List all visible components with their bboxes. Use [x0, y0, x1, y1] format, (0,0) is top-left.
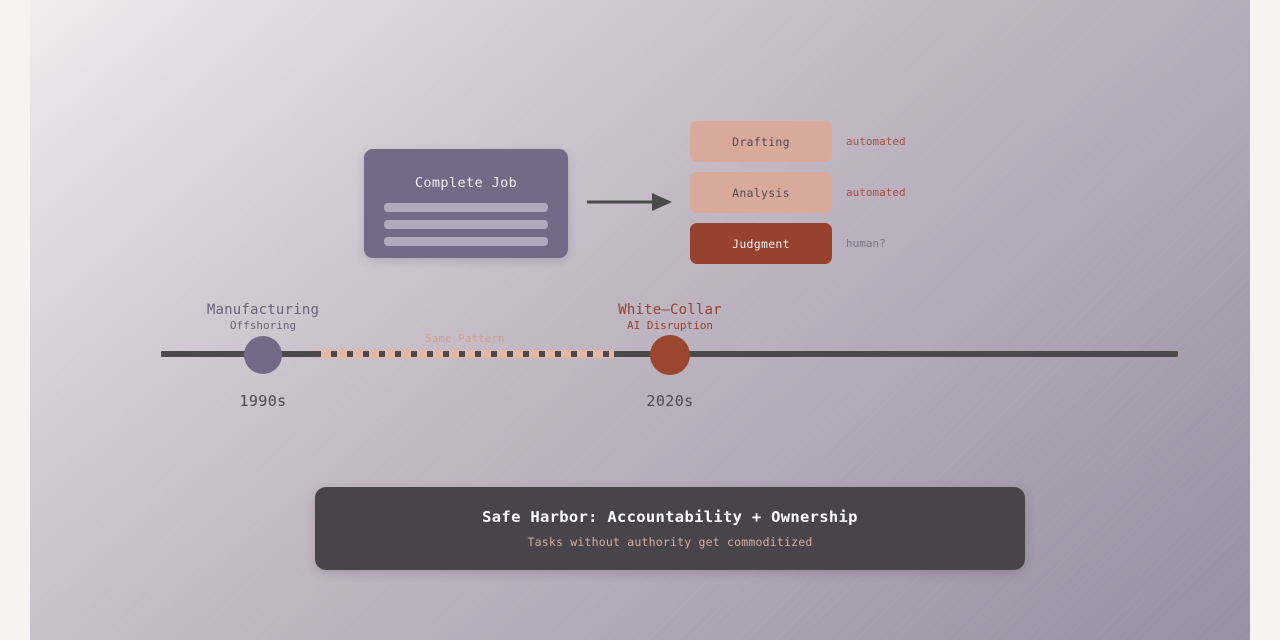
content-background: Complete Job Drafting automated Analysis… [30, 0, 1250, 640]
task-row: Analysis automated [690, 172, 906, 213]
complete-job-card: Complete Job [364, 149, 568, 258]
safe-harbor-banner-title: Safe Harbor: Accountability + Ownership [482, 508, 858, 526]
job-card-placeholder-line [384, 203, 548, 212]
task-status-drafting: automated [846, 135, 906, 148]
job-card-placeholder-line [384, 220, 548, 229]
timeline-node-white-collar-subtitle: AI Disruption [626, 319, 714, 332]
task-row: Judgment human? [690, 223, 886, 264]
timeline-node-white-collar-dot[interactable] [650, 335, 690, 375]
task-card-drafting[interactable]: Drafting [690, 121, 832, 162]
timeline-node-white-collar-date: 2020s [646, 392, 694, 410]
complete-job-card-title: Complete Job [414, 175, 518, 191]
task-status-analysis: automated [846, 186, 906, 199]
task-card-analysis[interactable]: Analysis [690, 172, 832, 213]
timeline-node-white-collar-title: White—Collar [618, 302, 722, 318]
timeline-dashed-overlay [315, 351, 614, 357]
timeline-node-manufacturing-title: Manufacturing [206, 302, 320, 318]
timeline-node-manufacturing-subtitle: Offshoring [229, 319, 297, 332]
task-row: Drafting automated [690, 121, 906, 162]
arrow-right-icon [586, 190, 672, 214]
job-card-placeholder-line [384, 237, 548, 246]
safe-harbor-banner: Safe Harbor: Accountability + Ownership … [315, 487, 1025, 570]
task-card-judgment[interactable]: Judgment [690, 223, 832, 264]
timeline-node-manufacturing-dot[interactable] [244, 336, 282, 374]
safe-harbor-banner-subtitle: Tasks without authority get commoditized [527, 535, 813, 549]
task-status-judgment: human? [846, 237, 886, 250]
timeline-node-manufacturing-date: 1990s [239, 392, 287, 410]
same-pattern-label: Same Pattern [425, 333, 505, 345]
